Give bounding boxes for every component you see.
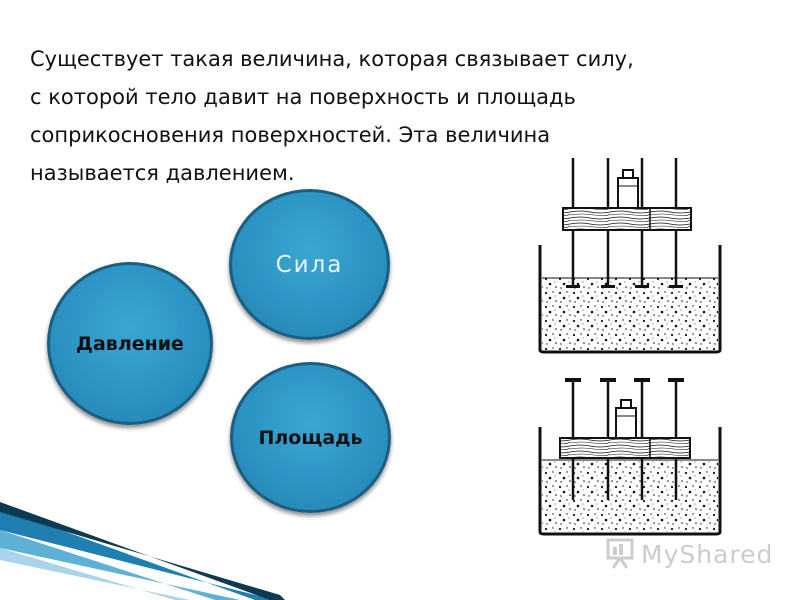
area-circle: Площадь: [230, 362, 391, 513]
pressure-circle: Давление: [47, 262, 213, 425]
force-circle: Сила: [229, 189, 390, 340]
text-line-4: называется давлением.: [30, 161, 295, 185]
intro-text: Существует такая величина, которая связы…: [30, 40, 750, 192]
watermark: MyShared: [605, 538, 773, 570]
force-label: Сила: [275, 251, 344, 278]
bottom-setup: [538, 378, 722, 536]
watermark-text: MyShared: [641, 539, 774, 569]
nail-board-diagram: [538, 158, 722, 536]
pressure-label: Давление: [76, 332, 184, 355]
text-line-3: соприкосновения поверхностей. Эта величи…: [30, 123, 551, 147]
top-setup: [538, 158, 722, 354]
text-line-2: с которой тело давит на поверхность и пл…: [30, 85, 576, 109]
corner-stripes: [0, 502, 285, 600]
text-line-1: Существует такая величина, которая связы…: [30, 47, 634, 71]
presentation-icon: [606, 538, 634, 569]
area-label: Площадь: [258, 426, 363, 449]
